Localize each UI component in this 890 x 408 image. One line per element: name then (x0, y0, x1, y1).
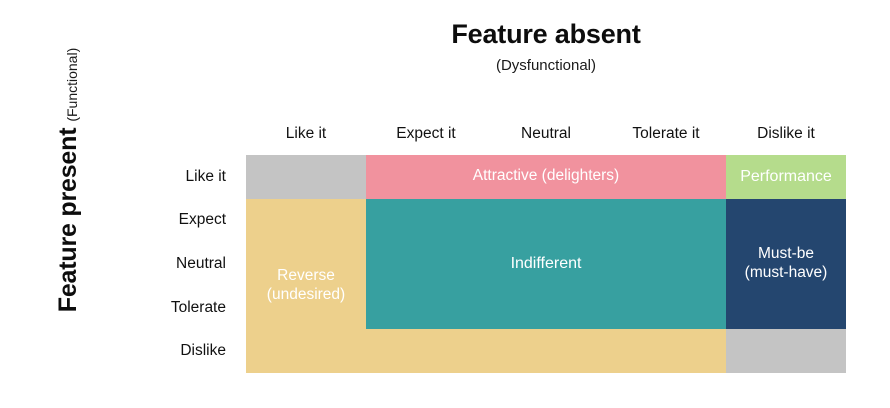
column-header-0: Like it (285, 125, 327, 142)
matrix-cell-performance: Performance (726, 155, 846, 199)
x-axis-subtitle: (Dysfunctional) (495, 57, 597, 74)
column-header-row: Like it Expect it Neutral Tolerate it Dislik… (246, 121, 846, 147)
matrix-cell-reverse-bottom (366, 329, 726, 373)
y-axis-subtitle: (Functional) (64, 47, 80, 122)
column-header-2: Neutral (521, 125, 571, 142)
y-axis-title: Feature present (53, 127, 82, 313)
row-header-0: Like it (185, 167, 227, 185)
matrix-cell-mustbe: Must-be (must-have) (726, 198, 846, 330)
row-header-4: Dislike (180, 342, 226, 360)
matrix-cell-indifferent: Indifferent (366, 198, 726, 330)
column-header-1: Expect it (396, 125, 456, 142)
row-header-1: Expect (178, 211, 226, 229)
row-header-3: Tolerate (170, 298, 226, 316)
matrix-cell-attractive: Attractive (delighters) (366, 155, 726, 199)
column-header-3: Tolerate it (632, 125, 700, 142)
row-header-2: Neutral (176, 254, 226, 272)
matrix-cell-questionable-bottom (726, 329, 846, 373)
y-axis-title-group: Feature present (Functional) (38, 47, 98, 313)
matrix-cell-reverse: Reverse (undesired) (246, 198, 366, 373)
x-axis-title: Feature absent (451, 19, 641, 49)
column-header-4: Dislike it (757, 125, 815, 142)
matrix-cell-questionable (246, 155, 366, 199)
